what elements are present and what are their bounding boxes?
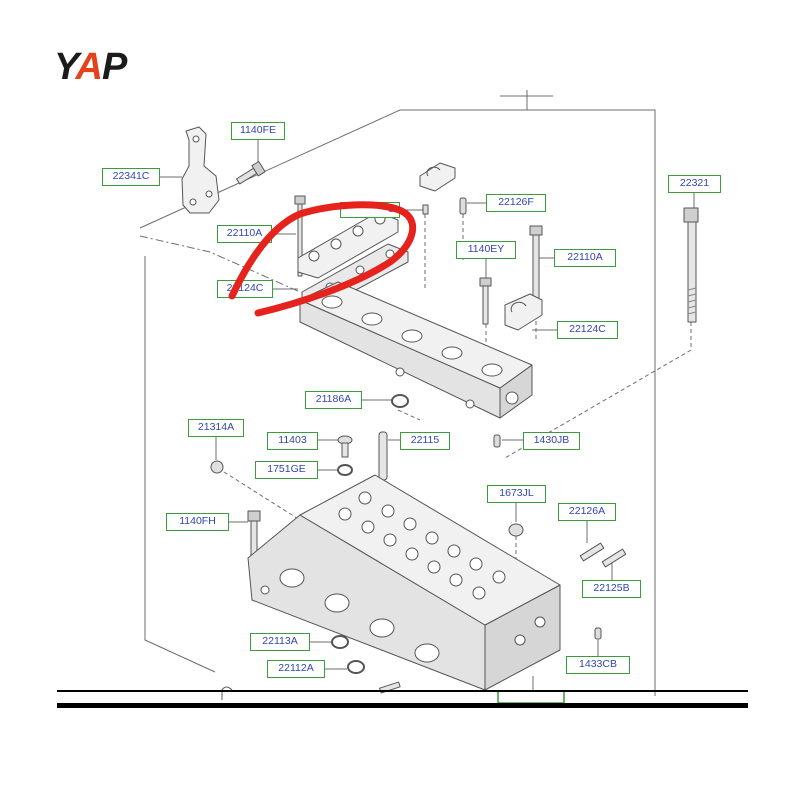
part-label-cut-off [497,690,565,704]
part-label-1140fh: 1140FH [166,513,229,531]
part-label-22124c-right: 22124C [557,321,618,339]
part-label-1673jl: 1673JL [487,485,546,503]
bolt-22110a-right [529,225,543,302]
yap-logo: YAP [54,46,127,88]
plug-1673jl [508,523,524,537]
camshaft-cap-22124c [504,293,543,331]
bolt-11403 [337,435,353,458]
part-label-22125b: 22125B [582,580,641,598]
logo-letter-a: A [75,46,103,88]
part-label-11403: 11403 [267,432,318,450]
part-label-22126a: 22126A [558,503,616,521]
part-label-22113a: 22113A [250,633,310,651]
plug-21314a [210,460,224,474]
dowel-pin-22126f [459,197,467,215]
pin-22115 [378,431,388,481]
seal-22112a [347,660,365,674]
part-label-21314a: 21314A [188,419,244,437]
bolt-1140fe [236,160,266,185]
part-label-1140fe: 1140FE [231,122,285,140]
part-label-22112a: 22112A [267,660,325,678]
camshaft-caps-small [419,162,456,215]
part-label-1751ge: 1751GE [255,461,318,479]
bolt-1140ey [479,277,492,325]
seal-21186a [391,394,409,408]
stud-22126a [579,542,605,562]
horizontal-rule-thick [57,703,748,708]
part-label-1140ey: 1140EY [456,241,516,259]
engine-hanger-bracket [181,126,220,214]
horizontal-rule-thin [57,690,748,692]
pin-1433cb [594,627,602,640]
frame-lines [139,90,656,696]
part-label-22124c-left: 22124C [217,280,273,298]
cylinder-head [247,474,561,691]
part-label-22115: 22115 [400,432,450,450]
washer-22113a [331,635,349,649]
washer-1751ge [337,464,353,476]
part-label-22341c: 22341C [102,168,160,186]
part-label-22126f: 22126F [486,194,546,212]
stud-22125b [601,548,627,568]
part-label-obscured: C [340,202,400,218]
logo-letter-y: Y [54,46,77,88]
part-label-22110a-left: 22110A [217,225,272,243]
part-label-21186a: 21186A [305,391,362,409]
bolt-22321 [683,207,699,323]
logo-letter-p: P [101,46,127,88]
part-label-1430jb: 1430JB [523,432,580,450]
part-label-22110a-right: 22110A [554,249,616,267]
part-label-1433cb: 1433CB [566,656,630,674]
part-label-22321: 22321 [668,175,721,193]
pin-1430jb [493,434,501,448]
bracket-partial [221,686,233,700]
